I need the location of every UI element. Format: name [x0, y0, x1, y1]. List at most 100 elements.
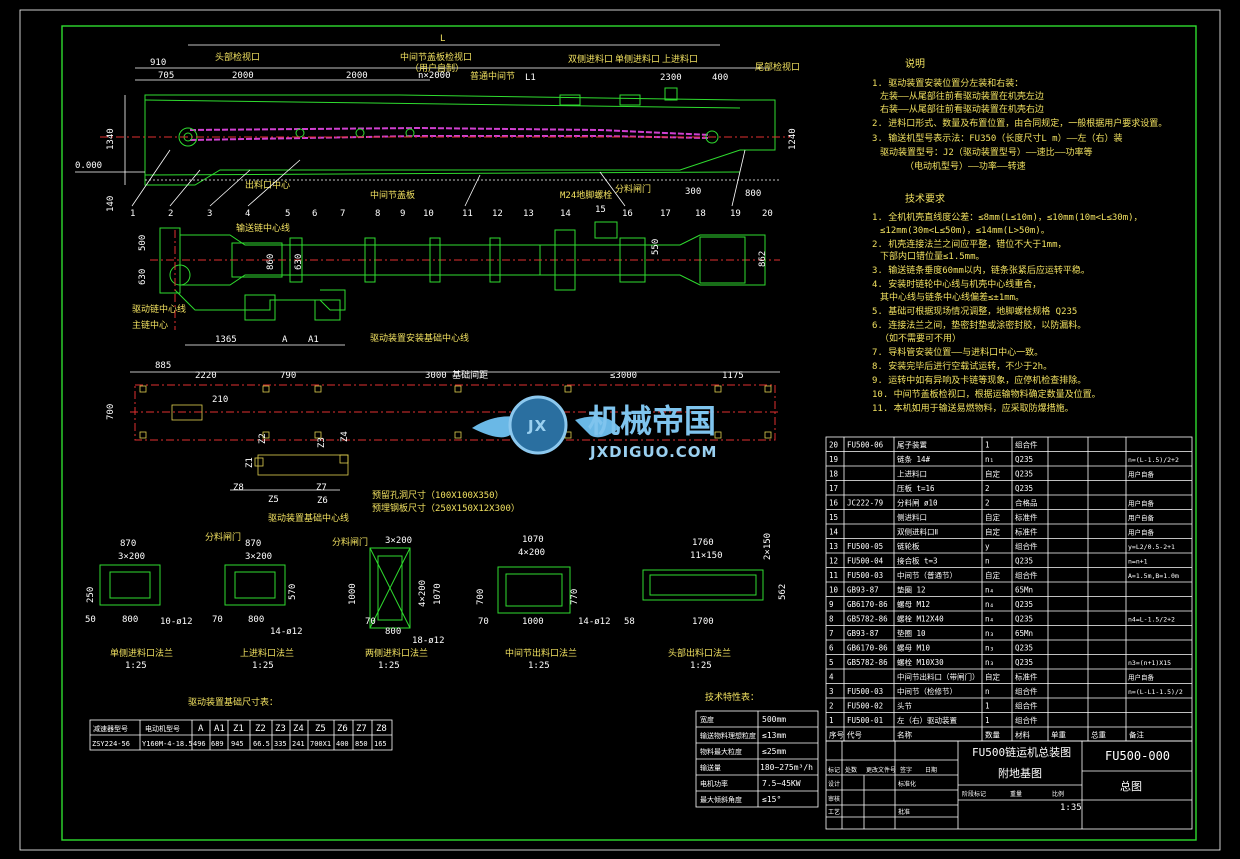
table-cell: n₃ — [985, 644, 994, 653]
plan-view: 500 630 860 630 550 862 1365 A A1 输送链中心线… — [132, 221, 780, 346]
dim-z7: Z7 — [316, 483, 327, 493]
table-cell: n₃ — [985, 658, 994, 667]
table-cell: 19 — [829, 455, 838, 464]
drive-header: Z1 — [233, 724, 244, 734]
callout-reserved-hole: 预留孔洞尺寸（100X100X350） — [372, 489, 504, 501]
tech-line: 8. 安装完毕后进行空载试运转，不少于2h。 — [872, 360, 1052, 372]
table-cell: 螺栓 M12X40 — [897, 614, 944, 624]
dim-z8: Z8 — [233, 483, 244, 493]
notes-block: 说明 1. 驱动装置安装位置分左装和右装： 左装——从尾部往前看驱动装置在机壳左… — [872, 57, 1167, 414]
drive-cell: 945 — [231, 740, 244, 748]
part-no: 3 — [207, 209, 212, 219]
part-no: 19 — [730, 209, 741, 219]
table-cell: 14 — [829, 528, 839, 537]
title-doc-type: 总图 — [1120, 779, 1142, 793]
table-cell-note: 用户自备 — [1128, 673, 1155, 682]
tech-line: 下部内口错位量≤1.5mm。 — [880, 250, 985, 262]
flange-dim: 1070 — [433, 583, 443, 605]
table-cell: 合格品 — [1015, 498, 1038, 508]
drive-header: Z8 — [376, 724, 387, 734]
dim-800: 800 — [745, 189, 761, 199]
note-line: 驱动装置型号：J2（驱动装置型号）——速比——功率等 — [880, 146, 1093, 158]
table-cell: n₄ — [985, 615, 994, 624]
flange-dim: 14-ø12 — [578, 617, 611, 627]
table-cell-note: n=(L-1.5)/2+2 — [1128, 456, 1179, 464]
table-cell: y — [985, 542, 990, 551]
table-cell: 双侧进料口Ⅱ — [897, 527, 938, 537]
drive-table-title: 驱动装置基础尺寸表： — [188, 696, 278, 708]
table-cell: FU500-01 — [847, 716, 883, 725]
table-cell: 10 — [829, 586, 839, 595]
drive-cell: Y160M-4-18.5 — [142, 740, 193, 748]
table-header: 数量 — [985, 730, 1000, 740]
watermark-logo: JX 机械帝国 JXDIGUO.COM — [472, 395, 716, 461]
part-no: 15 — [595, 205, 606, 215]
sign-label: 标记 — [828, 766, 840, 774]
part-no: 20 — [762, 209, 773, 219]
flange-single-inlet: 870 3×200 250 50 800 10-ø12 单侧进料口法兰 1:25 — [85, 539, 193, 671]
table-cell: 7 — [829, 629, 834, 638]
found-dim-700: 700 — [106, 404, 116, 420]
spec-value: 500mm — [762, 715, 786, 724]
dim-862: 862 — [758, 251, 768, 267]
drive-cell: 400 — [336, 740, 349, 748]
callout-chain-centerline: 输送链中心线 — [236, 222, 290, 234]
flange-dim: 870 — [245, 539, 261, 549]
table-cell: Q235 — [1015, 615, 1033, 624]
table-cell: 1 — [985, 702, 990, 711]
table-cell: 头节 — [897, 701, 912, 711]
part-no: 18 — [695, 209, 706, 219]
dim-a1: A1 — [308, 335, 319, 345]
title-scale: 1:35 — [1060, 803, 1082, 813]
dim-z6: Z6 — [317, 496, 328, 506]
flange-dim: 70 — [478, 617, 489, 627]
tech-line: 1. 全机机壳直线度公差：≤8mm(L≤10m)，≤10mm(10m<L≤30m… — [872, 211, 1143, 223]
table-cell: 组合件 — [1015, 715, 1038, 725]
table-cell-note: n3=(n+1)X15 — [1128, 659, 1171, 667]
table-cell: GB5782-86 — [847, 615, 888, 624]
drive-header: Z5 — [315, 724, 326, 734]
table-cell: 6 — [829, 644, 834, 653]
callout-normal-mid: 普通中间节 — [470, 70, 515, 82]
flange-dim: 3×200 — [245, 552, 272, 562]
dim-a: A — [282, 335, 288, 345]
table-cell-note: n=(L-L1-1.5)/2 — [1128, 688, 1183, 696]
part-no: 1 — [130, 209, 135, 219]
flange-dim: 10-ø12 — [160, 617, 193, 627]
flange-title: 两侧进料口法兰 — [365, 647, 428, 659]
dim-z4: Z4 — [340, 431, 350, 442]
tech-line: 2. 机壳连接法兰之间应平整，错位不大于1mm， — [872, 238, 1067, 250]
note-line: （电动机型号）——功率——转速 — [905, 160, 1026, 172]
table-cell: 3 — [829, 687, 834, 696]
flange-dim: 562 — [778, 584, 788, 600]
table-cell: 1 — [985, 441, 990, 450]
table-cell: GB93-87 — [847, 629, 879, 638]
table-cell: 15 — [829, 513, 838, 522]
callout-drive-found-line: 驱动装置安装基础中心线 — [370, 332, 469, 344]
spec-value: ≤25mm — [762, 747, 786, 756]
sign-label: 处数 — [845, 766, 857, 774]
sign-label: 标准化 — [898, 780, 916, 788]
tech-line: ≤12mm(30m<L≤50m)，≤14mm(L>50m)。 — [880, 226, 1050, 236]
table-cell: 自定 — [985, 672, 1000, 682]
flange-callout: 分料闸门 — [332, 536, 368, 548]
flange-dim: 800 — [248, 615, 264, 625]
foundation-view: 885 2220 790 3000 基础间距 ≤3000 1175 700 21… — [106, 361, 780, 524]
flange-scale: 1:25 — [125, 661, 147, 671]
note-line: 3. 输送机型号表示法：FU350（长度尺寸L m）——左（右）装 — [872, 132, 1122, 144]
table-cell: 中间节出料口（带闸门） — [897, 672, 980, 682]
flange-double-inlet: 3×200 1000 1070 4×200 70 800 18-ø12 分料闸门… — [332, 536, 445, 671]
spec-label: 输送量 — [700, 763, 721, 772]
flange-dim: 1000 — [348, 583, 358, 605]
dim-z1: Z1 — [245, 457, 255, 468]
note-line: 右装——从尾部往前看驱动装置在机壳右边 — [880, 103, 1044, 115]
sign-label: 更改文件号 — [866, 766, 896, 774]
callout-outlet-center: 出料口中心 — [245, 179, 290, 191]
table-cell: 标准件 — [1015, 527, 1038, 537]
table-cell: n — [985, 557, 990, 566]
table-header: 序号 — [829, 730, 844, 740]
flange-head-outlet: 1760 11×150 2×150 562 58 1700 头部出料口法兰 1:… — [624, 533, 788, 671]
table-cell: n₄ — [985, 586, 994, 595]
spec-value: 7.5~45KW — [762, 779, 801, 788]
table-cell: 18 — [829, 470, 839, 479]
